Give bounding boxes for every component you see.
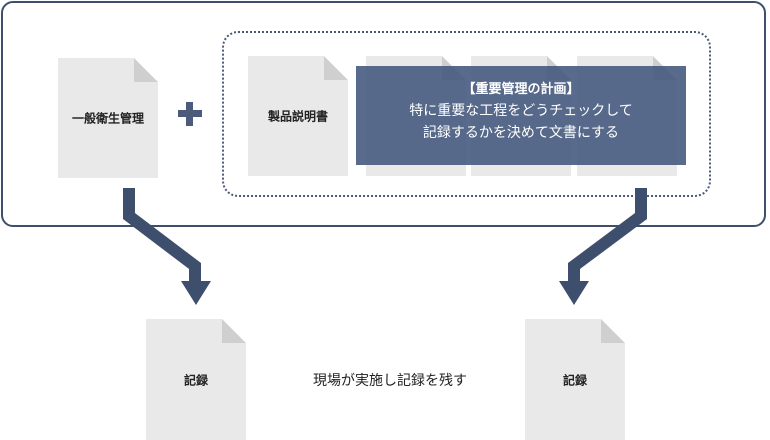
onsite-record-text: 現場が実施し記録を残す (313, 373, 467, 389)
plan-line-2: 記録するかを決めて文書にする (422, 125, 620, 141)
general-hygiene-label: 一般衛生管理 (71, 111, 144, 126)
record-label-left: 記録 (183, 373, 208, 387)
dotted-group (222, 31, 711, 197)
right-arrow-head (559, 281, 589, 305)
plan-title: 【重要管理の計画】 (462, 82, 580, 97)
left-arrow-head (181, 281, 211, 305)
product-description-document: 製品説明書 (248, 56, 348, 176)
right-arrow-shaft (568, 188, 647, 284)
product-description-label: 製品説明書 (267, 109, 328, 124)
record-document-left: 記録 (146, 319, 246, 440)
important-control-plan-box: 【重要管理の計画】 特に重要な工程をどうチェックして 記録するかを決めて文書にす… (356, 66, 686, 165)
record-label-right: 記録 (562, 373, 587, 387)
plus-icon (172, 96, 208, 132)
left-arrow-shaft (123, 188, 201, 284)
record-document-right: 記録 (525, 319, 625, 440)
plan-line-1: 特に重要な工程をどうチェックして (409, 103, 633, 119)
